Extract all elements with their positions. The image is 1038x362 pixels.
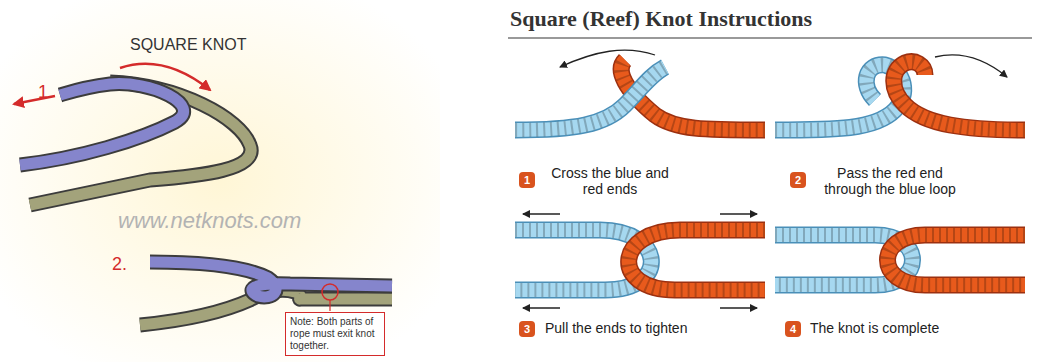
rope-texture [515, 67, 665, 130]
callout-number: 1 [519, 172, 535, 188]
rope-texture [775, 65, 904, 130]
step-caption: Cross the blue and red ends [545, 165, 675, 197]
blue-rope [775, 65, 904, 130]
purple-rope [150, 262, 392, 297]
reef-step-two [775, 55, 1025, 130]
title-rule [508, 37, 1032, 39]
panel-title: SQUARE KNOT [130, 36, 246, 54]
rope-texture [629, 230, 765, 290]
reef-step-four [775, 235, 1025, 285]
step-caption: Pull the ends to tighten [545, 320, 687, 336]
motion-arrow [720, 307, 757, 308]
watermark: www.netknots.com [118, 208, 301, 234]
rope-outline [150, 262, 392, 297]
rope-outline [515, 67, 665, 130]
rope-outline [629, 230, 765, 290]
panel-title: Square (Reef) Knot Instructions [510, 6, 812, 32]
callout-number: 2 [790, 172, 806, 188]
reef-step-three [515, 214, 765, 308]
motion-arrow [935, 55, 1007, 77]
knot-step-one [14, 64, 251, 205]
callout-circle [322, 284, 338, 300]
step-number: 2. [112, 254, 127, 275]
rope-outline [775, 65, 904, 130]
reef-step-one [515, 50, 765, 130]
motion-arrow [120, 64, 210, 90]
callout-number: 4 [785, 321, 801, 337]
step-caption: Pass the red end through the blue loop [815, 165, 965, 197]
rope-outline [888, 235, 1026, 285]
red-rope [894, 62, 1025, 130]
motion-arrow [560, 50, 655, 67]
step-number: 1. [38, 82, 53, 103]
blue-rope [515, 67, 665, 130]
red-rope [629, 230, 765, 290]
motion-arrow [523, 307, 560, 308]
callout-number: 3 [519, 321, 535, 337]
panel-ground [0, 0, 440, 362]
rope-texture [888, 235, 1026, 285]
rope-texture [894, 62, 1025, 130]
note-box: Note: Both parts of rope must exit knot … [285, 312, 385, 356]
step-caption: The knot is complete [810, 320, 939, 336]
note-text: Note: Both parts of rope must exit knot … [290, 316, 380, 352]
rope-outline [894, 62, 1025, 130]
motion-arrow [523, 213, 560, 214]
red-rope [888, 235, 1026, 285]
leader-line [329, 300, 330, 311]
motion-arrow [720, 213, 757, 214]
